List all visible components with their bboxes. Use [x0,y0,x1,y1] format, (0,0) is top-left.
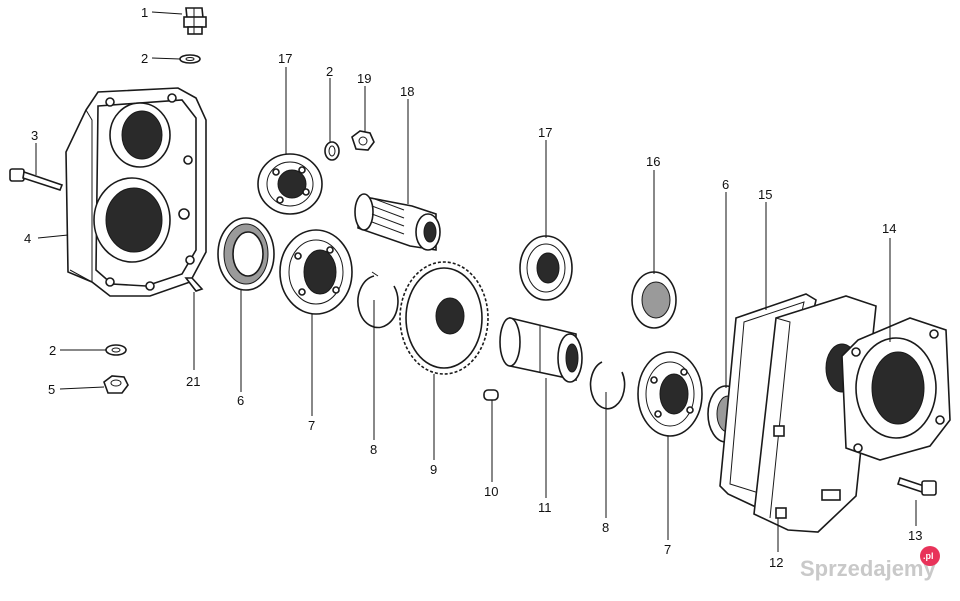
callout-14: 14 [882,221,896,236]
callout-8: 8 [602,520,609,535]
callout-4: 4 [24,231,31,246]
callout-labels: 1 2 2 2 3 4 5 6 6 7 7 8 8 9 10 11 12 13 … [24,5,922,570]
part-16-seal-ring [631,271,677,329]
callout-17: 17 [278,51,292,66]
part-9-gear [399,261,489,375]
callout-5: 5 [48,382,55,397]
callout-16: 16 [646,154,660,169]
callout-2: 2 [326,64,333,79]
callout-13: 13 [908,528,922,543]
callout-11: 11 [538,500,552,515]
part-7-bearing-right [637,351,703,437]
callout-17: 17 [538,125,552,140]
part-18-splined-shaft [354,193,441,251]
watermark-badge-icon [920,546,940,566]
part-2-washer-left [105,344,127,356]
callout-2: 2 [141,51,148,66]
callout-10: 10 [484,484,498,499]
part-2-washer-top [179,54,201,64]
part-14-end-cover [841,317,951,461]
watermark: Sprzedajemy .pl [800,546,940,581]
callout-3: 3 [31,128,38,143]
callout-6: 6 [722,177,729,192]
part-8-circlip-right [589,361,626,410]
watermark-text: Sprzedajemy [800,556,936,581]
part-4-housing-cover [65,87,207,297]
part-10-key [483,389,499,401]
callout-21: 21 [186,374,200,389]
callout-12: 12 [769,555,783,570]
part-13-bolt [896,476,937,496]
part-17-bearing-top [257,153,323,215]
part-3-bolt [9,168,64,191]
part-7-bearing-left [279,229,353,315]
part-5-nut [103,375,129,394]
watermark-badge: .pl [923,551,934,561]
part-21-pin [184,277,204,292]
callout-15: 15 [758,187,772,202]
part-11-sleeve [499,316,583,383]
part-6-oil-seal [217,217,275,291]
callout-1: 1 [141,5,148,20]
callout-19: 19 [357,71,371,86]
callout-7: 7 [308,418,315,433]
part-19-nut [351,130,375,151]
callout-7: 7 [664,542,671,557]
callout-6: 6 [237,393,244,408]
part-2-washer-mid [324,141,340,161]
callout-8: 8 [370,442,377,457]
part-1-breather-plug [183,7,207,35]
part-17-bearing-mid [519,235,573,301]
callout-9: 9 [430,462,437,477]
callout-18: 18 [400,84,414,99]
part-8-circlip-left [357,271,399,329]
callout-2: 2 [49,343,56,358]
leader-lines [35,11,917,552]
